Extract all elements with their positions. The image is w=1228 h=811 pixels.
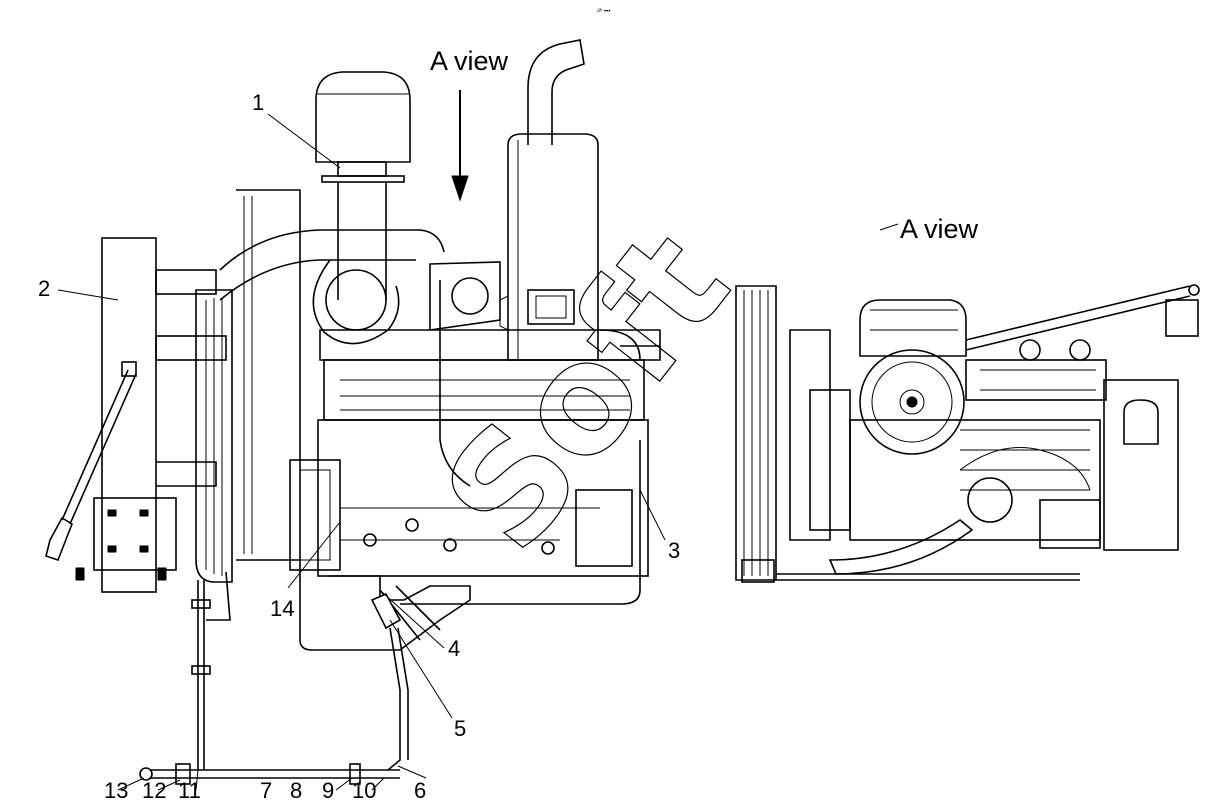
intake-pipe	[219, 229, 501, 345]
right-view-title: A view	[900, 214, 979, 244]
right-engine-view: A view	[735, 214, 1200, 583]
return-pipe	[400, 440, 641, 605]
callout-13: 13	[104, 778, 128, 803]
callout-5: 5	[454, 716, 466, 741]
callout-numbers: 1 2 3 4 5 6 7 8 9 10 11 12 13 14	[38, 90, 680, 803]
fan-shroud	[195, 189, 301, 583]
watermark-text: Soft	[411, 201, 762, 582]
leader-lines	[57, 113, 666, 791]
callout-2: 2	[38, 276, 50, 301]
callout-14: 14	[270, 596, 294, 621]
callout-8: 8	[290, 778, 302, 803]
watermark: Soft	[411, 200, 764, 583]
callout-9: 9	[322, 778, 334, 803]
callout-7: 7	[260, 778, 272, 803]
drain-line	[139, 571, 409, 785]
callout-10: 10	[352, 778, 376, 803]
callout-3: 3	[668, 538, 680, 563]
left-view-title: A view	[430, 46, 509, 76]
left-engine-view: A view	[45, 39, 666, 791]
callout-6: 6	[414, 778, 426, 803]
engine-block	[289, 280, 661, 651]
callout-1: 1	[252, 90, 264, 115]
header-small-text: ₫ʰ •••	[597, 8, 610, 15]
air-cleaner	[315, 71, 411, 300]
callout-11: 11	[178, 778, 201, 803]
view-arrow	[451, 90, 469, 202]
callout-12: 12	[142, 778, 166, 803]
radiator	[45, 237, 227, 593]
callout-4: 4	[448, 636, 460, 661]
